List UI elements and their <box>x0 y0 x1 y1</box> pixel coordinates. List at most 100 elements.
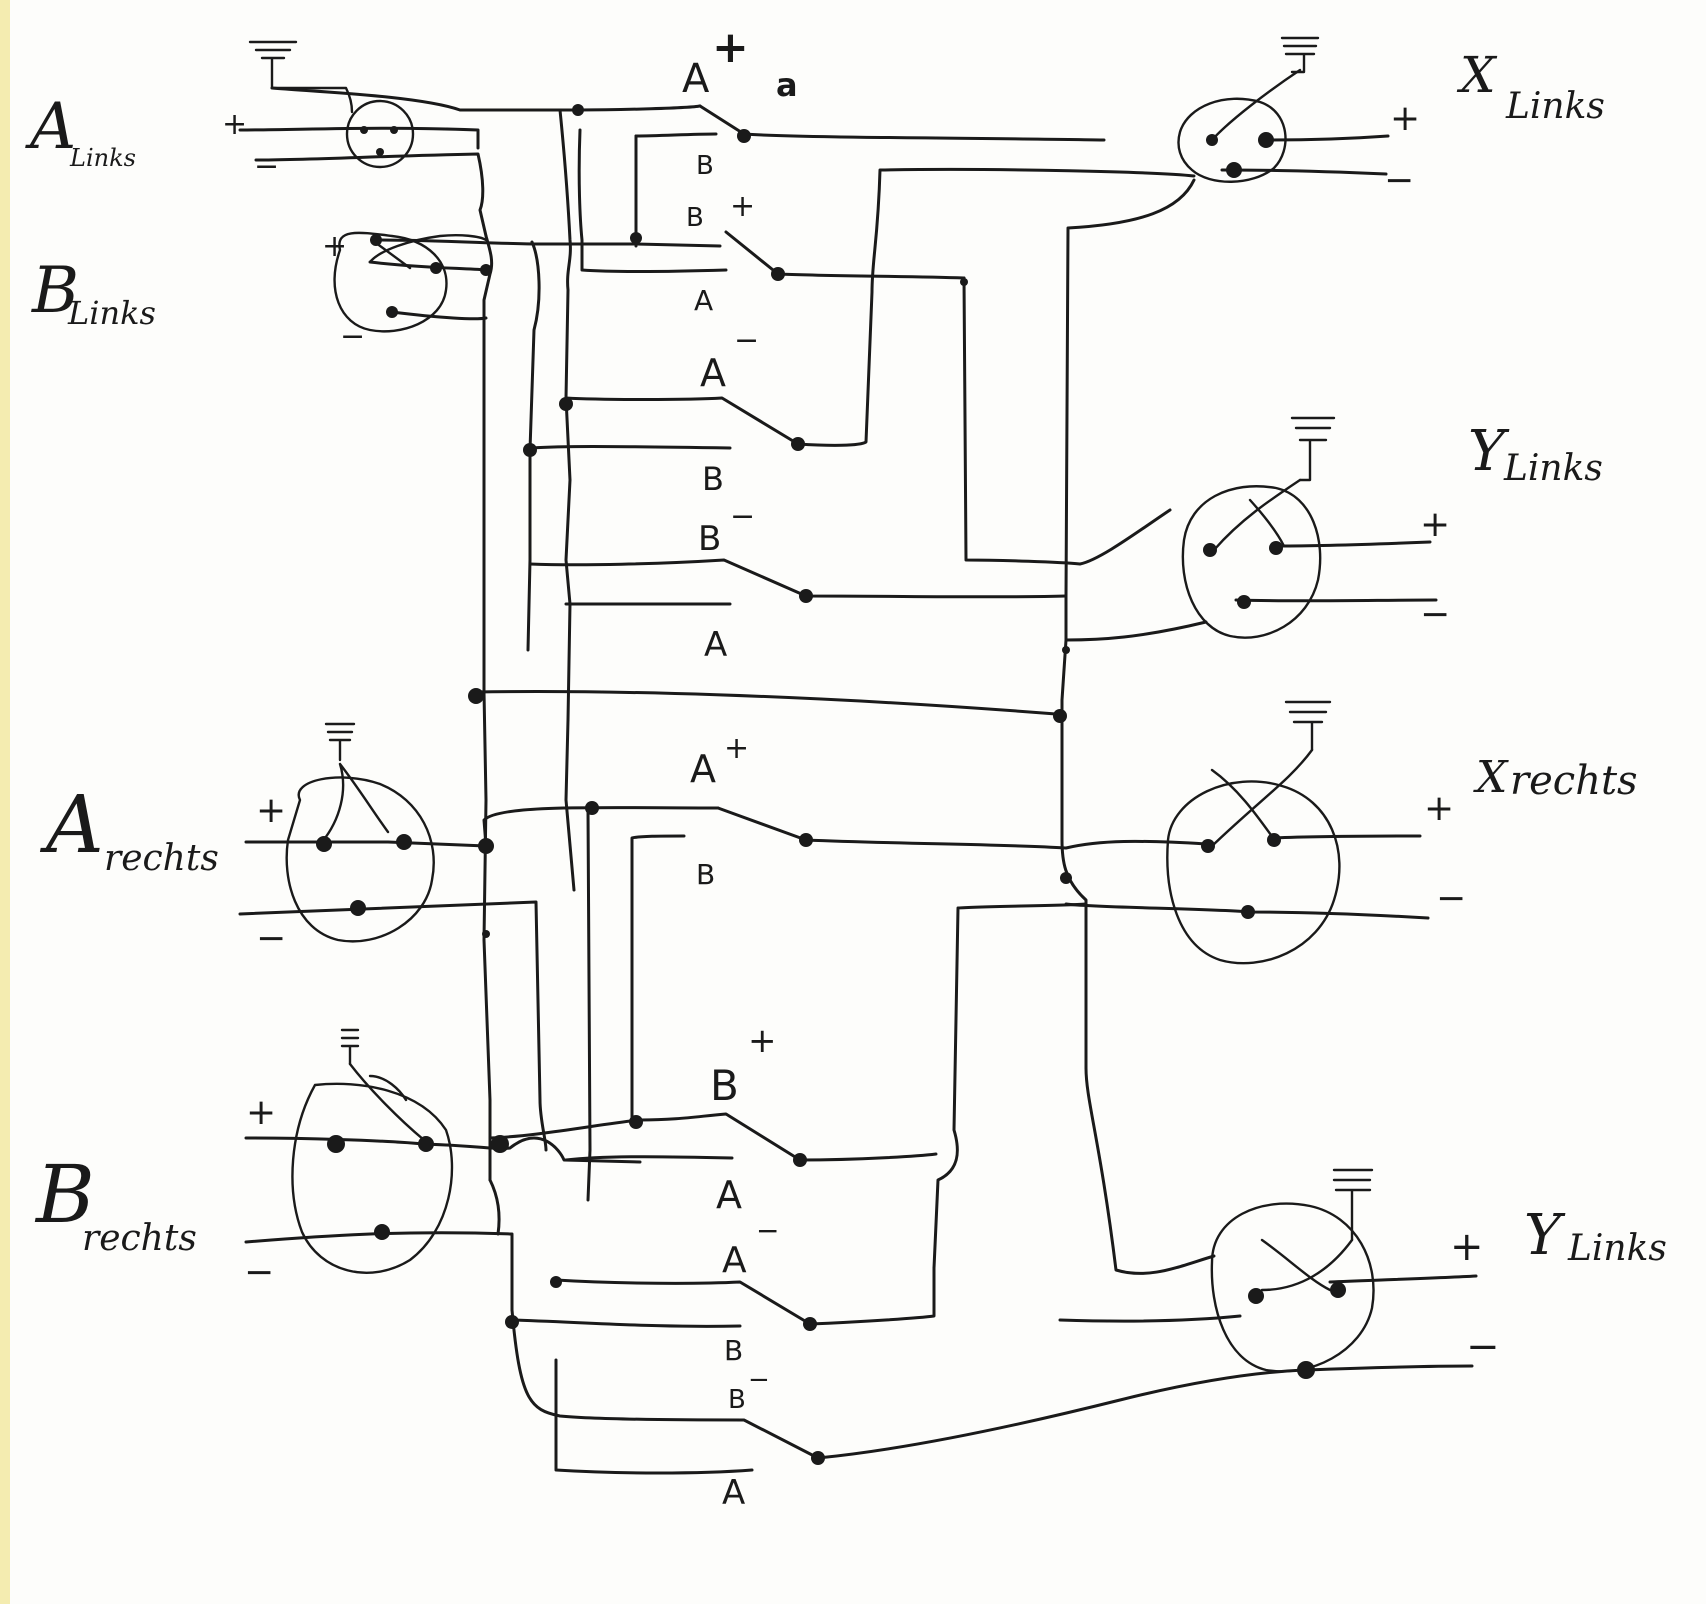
label-suffix: Links <box>69 144 136 172</box>
wire-verticals-left <box>482 108 576 1182</box>
output-leads <box>1220 134 1478 1372</box>
label-letter: A <box>25 90 76 164</box>
wire-right-verticals <box>962 178 1208 1070</box>
switch-main-label: B <box>728 1385 746 1415</box>
ground-symbol-y-links-2 <box>1332 1168 1374 1242</box>
switch-main-label: B <box>710 1061 739 1110</box>
ground-symbol-b-rechts <box>340 1028 360 1066</box>
connector-b-links-socket <box>333 231 448 333</box>
wire-bus-b-links <box>368 128 728 321</box>
junction-dots <box>316 104 1346 1379</box>
switch-labels-s7: A − B <box>722 1214 779 1367</box>
label-suffix: rechts <box>104 838 219 879</box>
minus-sign: − <box>1384 160 1414 201</box>
minus-sign: − <box>340 319 365 354</box>
switch-s1 <box>698 104 1106 143</box>
switch-labels-s4: B − A <box>698 499 755 665</box>
connector-y-links-socket <box>1181 485 1322 639</box>
switch-main-label: B <box>686 203 704 233</box>
switch-off-label: A <box>716 1173 742 1217</box>
switch-off-label: B <box>724 1334 743 1367</box>
wire-middle-bus <box>474 690 1058 716</box>
switch-off-label: B <box>702 460 724 498</box>
wire-y-links-2-plus <box>1058 1066 1242 1323</box>
switch-labels-s2: B + A <box>686 189 755 317</box>
switch-off-label: B <box>696 151 714 181</box>
switch-off-label: A <box>722 1473 745 1513</box>
plus-sign: + <box>1420 504 1450 545</box>
connector-a-rechts-socket <box>285 776 435 943</box>
switch-polarity-label: + <box>748 1021 777 1061</box>
minus-sign: − <box>254 149 279 184</box>
minus-sign: − <box>1420 594 1450 635</box>
wire-bus-b-rechts <box>244 1118 734 1312</box>
wire-x-rechts-minus <box>932 902 1430 1270</box>
minus-sign: − <box>1436 878 1466 919</box>
switch-off-label: A <box>694 284 713 317</box>
switch-polarity-label: + <box>730 189 755 224</box>
switch-polarity-label: − <box>748 1365 770 1395</box>
label-x-rechts: X rechts <box>1473 752 1638 804</box>
paper-edge <box>0 0 10 1604</box>
label-b-links: B Links <box>31 254 156 332</box>
label-b-rechts: B rechts <box>34 1148 197 1259</box>
switch-s3 <box>530 167 1196 451</box>
switch-s8 <box>510 1308 1306 1475</box>
switch-main-label: A <box>722 1240 747 1281</box>
switch-s6 <box>638 1112 938 1167</box>
label-suffix: rechts <box>1510 758 1638 804</box>
label-suffix: Links <box>1503 448 1603 489</box>
plus-sign: + <box>256 790 286 831</box>
switch-s2 <box>724 230 966 281</box>
plus-sign: + <box>322 229 347 264</box>
ground-symbol-x-links <box>1280 36 1320 74</box>
label-suffix: Links <box>1505 86 1605 127</box>
switch-polarity-label: + <box>724 731 749 766</box>
label-letter: X <box>1473 752 1509 803</box>
minus-sign: − <box>1466 1324 1500 1370</box>
switch-labels-s5: A + B <box>690 731 749 891</box>
minus-sign: − <box>244 1252 274 1293</box>
switch-labels-s1: A + a B <box>682 22 798 181</box>
connector-x-rechts-socket <box>1166 780 1341 965</box>
switch-off-label: B <box>696 858 715 891</box>
wire-bus-a-links-minus <box>254 152 488 238</box>
label-suffix: Links <box>1567 1228 1667 1269</box>
label-suffix: rechts <box>82 1218 197 1259</box>
label-a-links: A Links <box>25 90 136 172</box>
label-x-links: X Links <box>1456 46 1605 127</box>
label-suffix: Links <box>67 294 156 332</box>
label-letter: B <box>31 254 79 328</box>
ground-symbol-x-rechts <box>1284 700 1332 752</box>
label-letter: B <box>34 1148 95 1241</box>
switch-polarity-label: − <box>734 323 759 358</box>
switch-off-label: A <box>704 625 727 665</box>
switch-labels-s3: A − B <box>700 323 759 498</box>
plus-sign: + <box>1390 98 1420 139</box>
ground-symbol-a-rechts <box>324 722 356 762</box>
wire-bus-a-rechts <box>238 806 720 1202</box>
switch-main-label: A <box>682 56 710 102</box>
plus-sign: + <box>222 107 247 142</box>
connector-y-links-2-socket <box>1210 1202 1375 1373</box>
ground-symbol-a-links <box>248 40 298 90</box>
plus-sign: + <box>246 1092 276 1133</box>
switch-extra-mark: a <box>776 66 798 104</box>
label-a-rechts: A rechts <box>39 778 219 879</box>
label-y-links-2: Y Links <box>1524 1203 1667 1269</box>
label-letter: Y <box>1524 1203 1566 1268</box>
plus-sign: + <box>1450 1224 1484 1270</box>
connector-b-rechts-socket <box>291 1082 454 1274</box>
polarity-signs: + − + − + − + − + − + − + − + − <box>222 98 1500 1370</box>
connector-x-links-socket <box>1177 97 1287 183</box>
switch-labels-s8: B − A <box>722 1365 770 1513</box>
plus-sign: + <box>1424 788 1454 829</box>
switch-polarity-label: − <box>756 1214 779 1247</box>
switch-s5 <box>716 806 1208 850</box>
label-y-links: Y Links <box>1468 419 1603 489</box>
switch-main-label: A <box>700 351 726 395</box>
pin-cross-wires <box>270 68 1354 1292</box>
switch-main-label: B <box>698 519 721 559</box>
switch-s7 <box>510 1266 936 1331</box>
